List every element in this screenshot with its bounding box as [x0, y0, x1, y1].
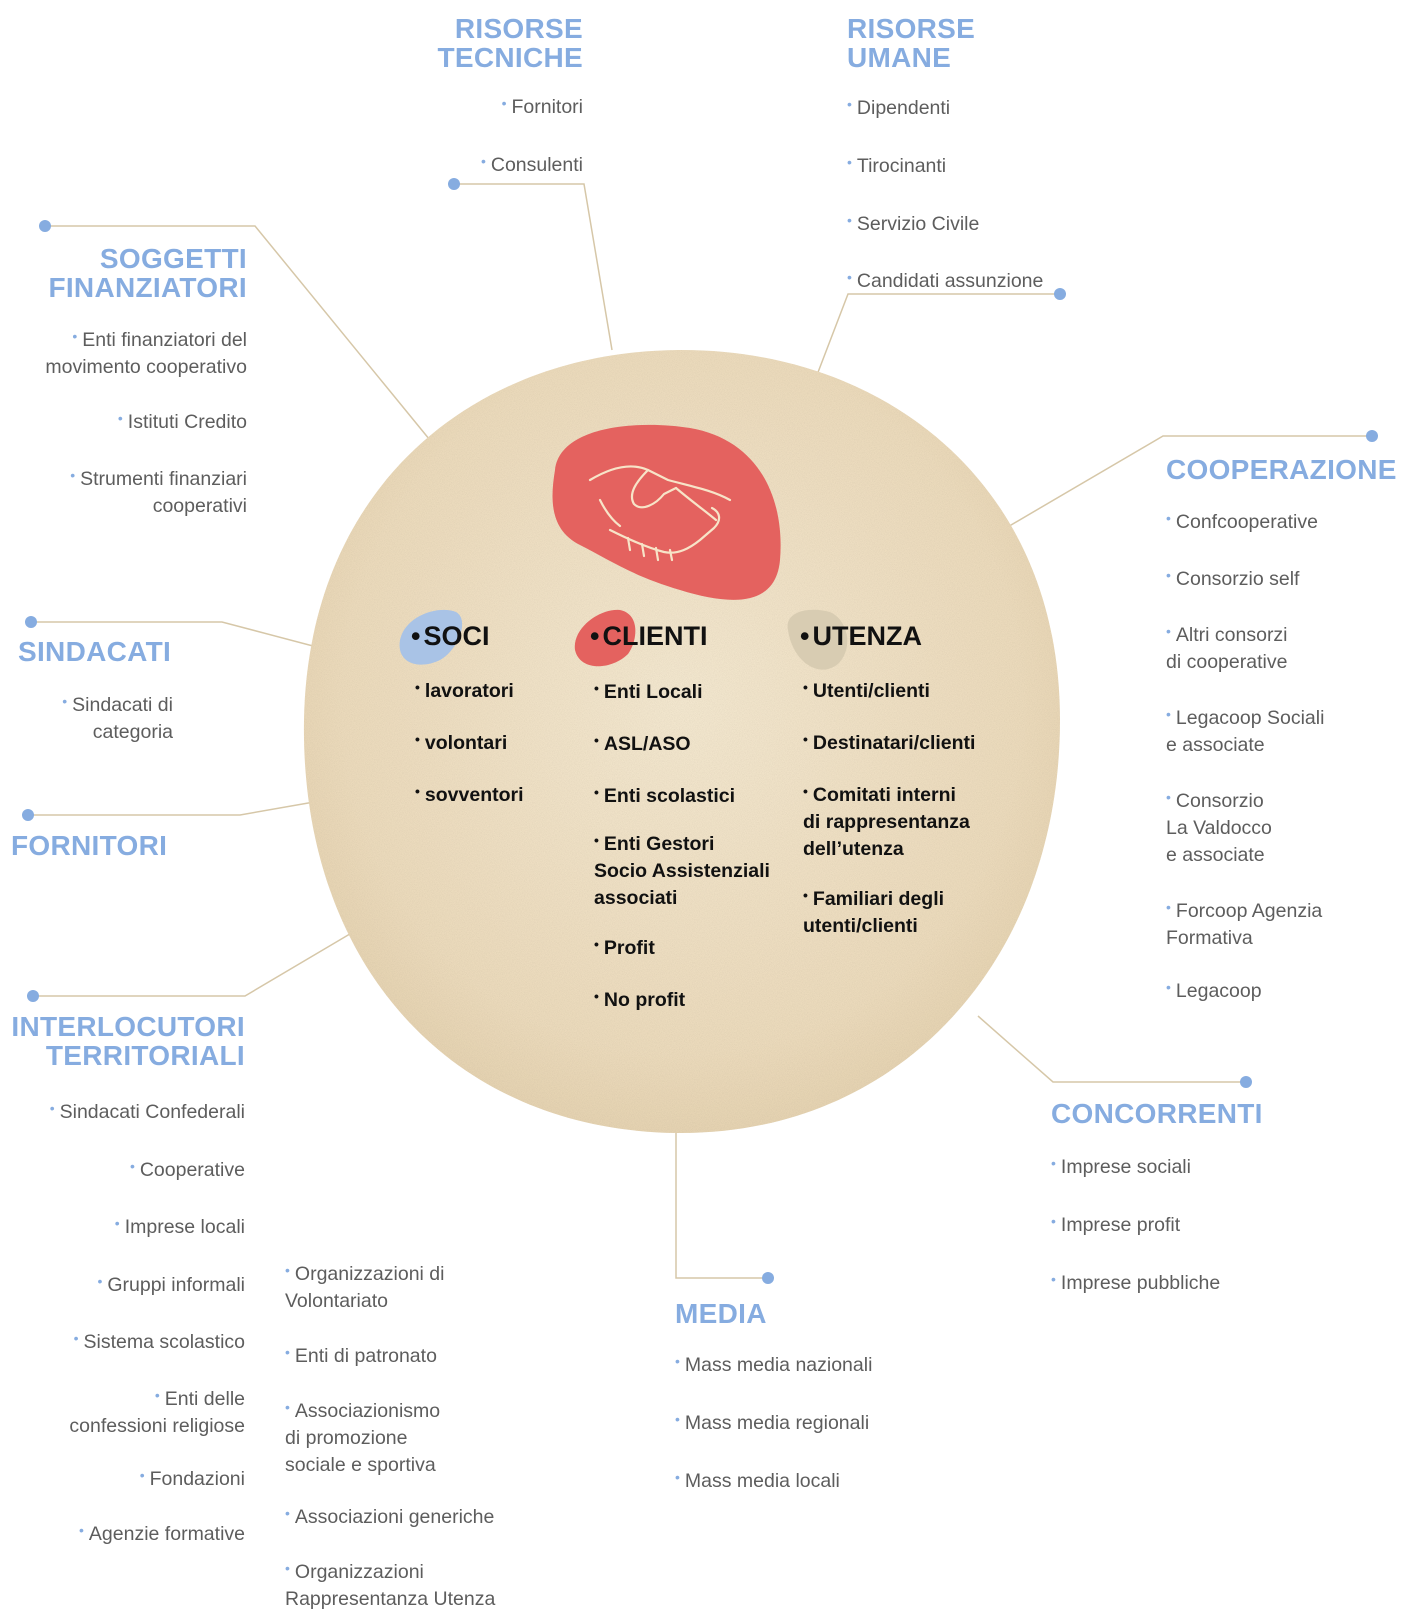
- list-item: Associazioni generiche: [285, 1500, 495, 1531]
- clienti-item: ASL/ASO: [594, 727, 770, 758]
- cooperazione-heading: COOPERAZIONE: [1166, 454, 1397, 485]
- dot-risorse-umane: [1054, 288, 1066, 300]
- list-item: Organizzazioni di Volontariato: [285, 1257, 495, 1315]
- list-item: Sistema scolastico: [50, 1325, 245, 1356]
- dot-soggetti-finanziatori: [39, 220, 51, 232]
- list-item: Imprese profit: [1051, 1208, 1220, 1239]
- dot-risorse-tecniche: [448, 178, 460, 190]
- list-item: Gruppi informali: [50, 1268, 245, 1299]
- utenza-item: Comitati interni di rappresentanza dell’…: [803, 778, 975, 863]
- list-item: Fondazioni: [50, 1462, 245, 1493]
- clienti-item: No profit: [594, 983, 770, 1014]
- list-item: Strumenti finanziari cooperativi: [45, 462, 247, 520]
- connector-risorse-tecniche: [454, 183, 613, 351]
- list-item: Forcoop Agenzia Formativa: [1166, 894, 1324, 952]
- fornitori-heading: FORNITORI: [11, 830, 168, 861]
- dot-interlocutori: [27, 990, 39, 1002]
- dot-media: [762, 1272, 774, 1284]
- risorse-umane-heading: RISORSE UMANE: [847, 13, 976, 73]
- list-item: Cooperative: [50, 1153, 245, 1184]
- risorse-tecniche-heading: RISORSE TECNICHE: [437, 13, 583, 73]
- concorrenti-list: Imprese sociali Imprese profit Imprese p…: [1051, 1150, 1220, 1297]
- connector-risorse-umane: [811, 293, 1060, 389]
- clienti-item: Enti Locali: [594, 675, 770, 706]
- list-item: Servizio Civile: [847, 207, 1043, 238]
- list-item: Legacoop: [1166, 974, 1324, 1005]
- list-item: Mass media nazionali: [675, 1348, 873, 1379]
- utenza-item: Destinatari/clienti: [803, 726, 976, 757]
- utenza-item: Utenti/clienti: [803, 674, 975, 705]
- interlocutori-list-secondary: Organizzazioni di Volontariato Enti di p…: [285, 1257, 495, 1613]
- connector-cooperazione: [981, 435, 1372, 543]
- list-item: Confcooperative: [1166, 505, 1324, 536]
- list-item: Legacoop Sociali e associate: [1166, 701, 1324, 759]
- soci-list: lavoratori volontari sovventori: [415, 674, 524, 809]
- sindacati-list: Sindacati di categoria: [62, 688, 173, 746]
- soci-item: lavoratori: [415, 674, 524, 705]
- list-item: Sindacati di categoria: [62, 688, 173, 746]
- soggetti-finanziatori-list: Enti finanziatori del movimento cooperat…: [45, 323, 247, 520]
- connector-sindacati: [31, 621, 314, 647]
- dot-concorrenti: [1240, 1076, 1252, 1088]
- list-item: Imprese pubbliche: [1051, 1266, 1220, 1297]
- clienti-item: Profit: [594, 931, 770, 962]
- connector-fornitori: [28, 801, 315, 816]
- list-item: Fornitori: [481, 90, 583, 121]
- list-item: Enti finanziatori del movimento cooperat…: [45, 323, 247, 381]
- list-item: Sindacati Confederali: [50, 1095, 245, 1126]
- soggetti-finanziatori-heading: SOGGETTI FINANZIATORI: [48, 243, 247, 303]
- utenza-item: Familiari degli utenti/clienti: [803, 882, 975, 940]
- risorse-umane-list: Dipendenti Tirocinanti Servizio Civile C…: [847, 91, 1043, 295]
- list-item: Imprese locali: [50, 1210, 245, 1241]
- list-item: Dipendenti: [847, 91, 1043, 122]
- risorse-tecniche-list: Fornitori Consulenti: [481, 90, 583, 179]
- list-item: Organizzazioni Rappresentanza Utenza: [285, 1555, 495, 1613]
- list-item: Imprese sociali: [1051, 1150, 1220, 1181]
- list-item: Consorzio La Valdocco e associate: [1166, 784, 1324, 869]
- clienti-item: Enti Gestori Socio Assistenziali associa…: [594, 827, 770, 912]
- list-item: Tirocinanti: [847, 149, 1043, 180]
- handshake-blob: [552, 424, 781, 600]
- dot-sindacati: [25, 616, 37, 628]
- list-item: Mass media regionali: [675, 1406, 872, 1437]
- media-list: Mass media nazionali Mass media regional…: [675, 1348, 873, 1495]
- soci-title: SOCI: [411, 621, 489, 652]
- dot-fornitori: [22, 809, 34, 821]
- connector-media: [675, 1131, 768, 1279]
- list-item: Consorzio self: [1166, 562, 1324, 593]
- clienti-title: CLIENTI: [590, 621, 707, 652]
- sindacati-heading: SINDACATI: [18, 636, 172, 667]
- connector-dots: [22, 178, 1378, 1284]
- interlocutori-heading: INTERLOCUTORI TERRITORIALI: [11, 1011, 245, 1071]
- list-item: Altri consorzi di cooperative: [1166, 618, 1324, 676]
- utenza-list: Utenti/clienti Destinatari/clienti Comit…: [803, 674, 975, 940]
- cooperazione-list: Confcooperative Consorzio self Altri con…: [1166, 505, 1324, 1005]
- handshake-icon: [588, 465, 732, 562]
- list-item: Mass media locali: [675, 1464, 872, 1495]
- clienti-list: Enti Locali ASL/ASO Enti scolastici Enti…: [594, 675, 770, 1014]
- media-heading: MEDIA: [675, 1298, 767, 1329]
- connector-concorrenti: [977, 1015, 1246, 1083]
- interlocutori-list: Sindacati Confederali Cooperative Impres…: [50, 1095, 245, 1548]
- list-item: Consulenti: [481, 148, 583, 179]
- concorrenti-heading: CONCORRENTI: [1051, 1098, 1263, 1129]
- list-item: Enti di patronato: [285, 1339, 495, 1370]
- clienti-item: Enti scolastici: [594, 779, 770, 810]
- list-item: Associazionismo di promozione sociale e …: [285, 1394, 495, 1479]
- connector-soggetti-finanziatori: [45, 225, 435, 446]
- soci-item: sovventori: [415, 778, 524, 809]
- dot-cooperazione: [1366, 430, 1378, 442]
- list-item: Enti delle confessioni religiose: [50, 1382, 245, 1440]
- soci-item: volontari: [415, 726, 524, 757]
- connector-interlocutori: [33, 927, 361, 997]
- list-item: Candidati assunzione: [847, 264, 1043, 295]
- list-item: Istituti Credito: [45, 405, 247, 436]
- utenza-title: UTENZA: [800, 621, 922, 652]
- list-item: Agenzie formative: [50, 1517, 245, 1548]
